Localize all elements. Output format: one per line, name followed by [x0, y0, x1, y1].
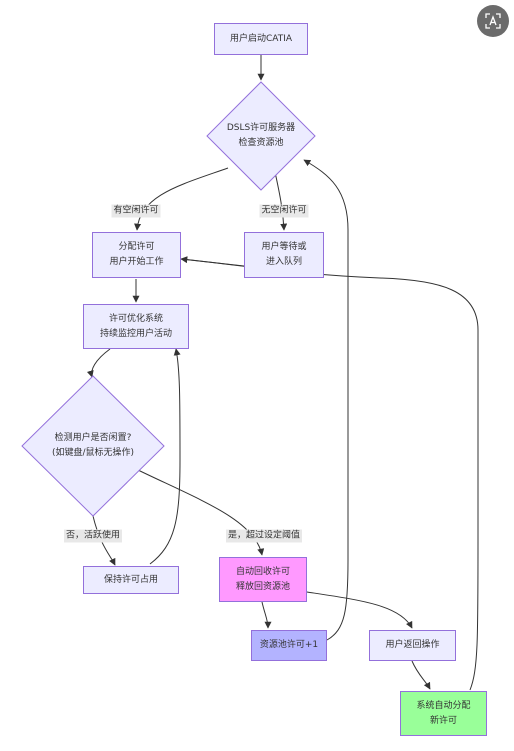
node-idle-line2: (如键盘/鼠标无操作) — [51, 448, 135, 458]
node-assign-line1: 分配许可 — [118, 242, 155, 252]
node-realloc-line2: 新许可 — [429, 715, 457, 726]
translate-icon — [485, 13, 501, 29]
edge-return-realloc — [411, 660, 431, 690]
node-pool-text: 资源池许可+1 — [259, 640, 319, 650]
node-queue-line1: 用户等待或 — [261, 242, 307, 252]
node-start: 用户启动CATIA — [214, 23, 308, 55]
node-realloc: 系统自动分配 新许可 — [400, 691, 487, 736]
edge-reclaim-return — [306, 591, 413, 629]
node-assign-line2: 用户开始工作 — [109, 257, 164, 267]
translate-button[interactable] — [477, 5, 509, 37]
node-keep-text: 保持许可占用 — [103, 574, 158, 585]
node-check-line2: 检查资源池 — [238, 138, 284, 148]
edge-keep-monitor — [149, 348, 181, 565]
node-check-label: DSLS许可服务器 检查资源池 — [207, 118, 315, 154]
edge-realloc-assign — [180, 258, 479, 691]
edge-reclaim-pool — [261, 601, 272, 629]
node-realloc-line1: 系统自动分配 — [416, 700, 471, 711]
edge-label-has-free: 有空闲许可 — [111, 204, 161, 218]
node-return-text: 用户返回操作 — [385, 640, 440, 650]
node-monitor: 许可优化系统 持续监控用户活动 — [83, 304, 189, 349]
node-queue: 用户等待或 进入队列 — [244, 232, 324, 278]
edge-check-assign — [134, 167, 229, 231]
node-reclaim-line2: 释放回资源池 — [235, 581, 290, 592]
decision-check-diamond — [206, 81, 316, 191]
node-monitor-line2: 持续监控用户活动 — [99, 328, 172, 339]
edge-idle-keep — [92, 515, 116, 566]
node-return: 用户返回操作 — [369, 630, 456, 661]
edge-monitor-idle — [86, 348, 111, 378]
edge-label-yes-threshold: 是，超过设定阈值 — [225, 529, 303, 543]
node-reclaim-line1: 自动回收许可 — [235, 566, 290, 577]
decision-idle-diamond — [21, 375, 165, 517]
edge-label-no-active: 否，活跃使用 — [63, 529, 123, 543]
node-queue-line2: 进入队列 — [265, 257, 302, 267]
edge-label-no-free: 无空闲许可 — [259, 204, 309, 218]
node-check-line1: DSLS许可服务器 — [226, 123, 296, 133]
node-reclaim: 自动回收许可 释放回资源池 — [219, 557, 307, 602]
node-keep: 保持许可占用 — [83, 566, 179, 594]
node-assign: 分配许可 用户开始工作 — [92, 232, 181, 278]
edge-check-queue — [274, 171, 288, 231]
node-pool: 资源池许可+1 — [251, 630, 327, 661]
node-idle-line1: 检测用户是否闲置? — [54, 433, 132, 443]
edge-idle-reclaim — [137, 469, 265, 556]
edge-pool-check — [303, 159, 349, 641]
node-start-text: 用户启动CATIA — [229, 33, 293, 44]
node-monitor-line1: 许可优化系统 — [108, 313, 163, 324]
node-idle-label: 检测用户是否闲置? (如键盘/鼠标无操作) — [22, 428, 164, 464]
